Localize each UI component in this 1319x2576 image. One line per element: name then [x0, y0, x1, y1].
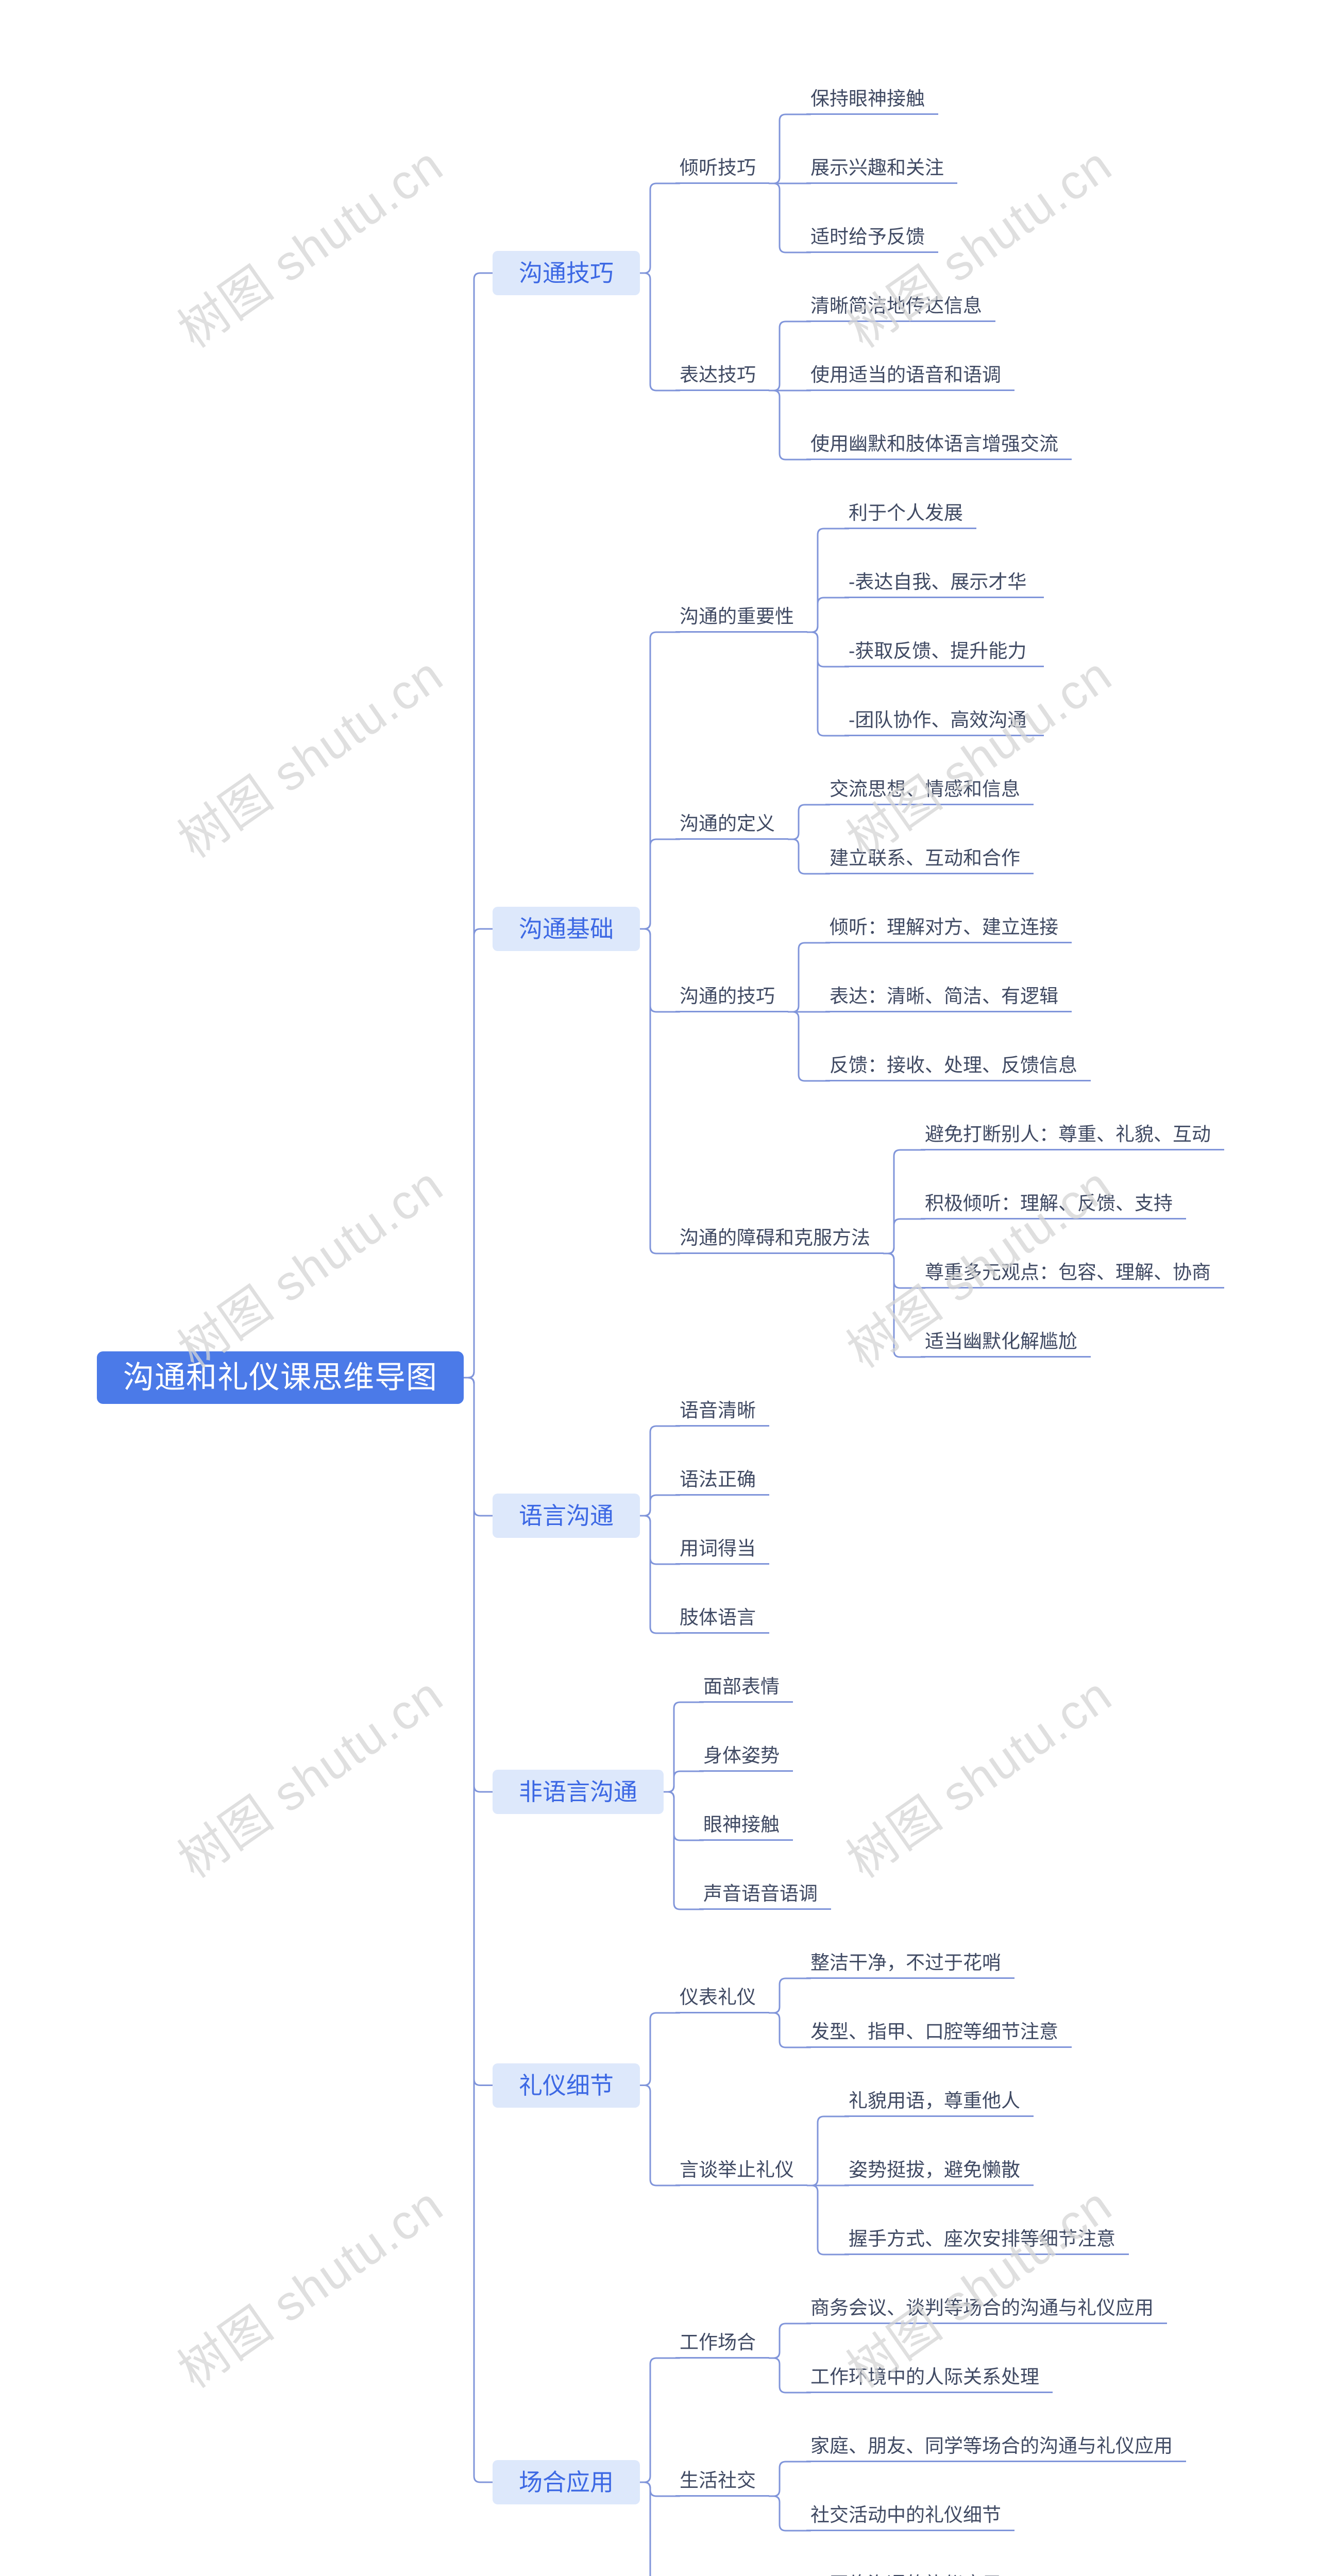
- edge-connector: [768, 2495, 811, 2532]
- sub-topic[interactable]: 肢体语言: [675, 1606, 769, 1634]
- edge-connector: [768, 2357, 811, 2394]
- sub-topic[interactable]: 沟通的定义: [675, 812, 788, 840]
- edge-connector: [639, 928, 681, 1255]
- sub-topic[interactable]: 表达：清晰、简洁、有逻辑: [825, 985, 1072, 1012]
- sub-topic[interactable]: 工作场合: [675, 2331, 769, 2359]
- sub-topic[interactable]: 适时给予反馈: [806, 226, 938, 253]
- sub-topic[interactable]: 面部表情: [699, 1675, 793, 1703]
- edge-connector: [883, 1252, 926, 1358]
- sub-topic[interactable]: 商务会议、谈判等场合的沟通与礼仪应用: [806, 2297, 1167, 2324]
- sub-topic[interactable]: 利于个人发展: [844, 502, 976, 529]
- sub-topic[interactable]: 社交活动中的礼仪细节: [806, 2504, 1014, 2531]
- edge-connector: [639, 1515, 681, 1634]
- edge-connector: [768, 2012, 811, 2048]
- sub-topic[interactable]: 倾听技巧: [675, 157, 769, 184]
- edge-connector: [787, 838, 831, 875]
- sub-topic[interactable]: 用词得当: [675, 1537, 769, 1565]
- sub-topic[interactable]: 语法正确: [675, 1468, 769, 1496]
- sub-topic[interactable]: 言谈举止礼仪: [675, 2159, 807, 2186]
- sub-topic[interactable]: 仪表礼仪: [675, 1986, 769, 2013]
- sub-topic[interactable]: 使用幽默和肢体语言增强交流: [806, 433, 1072, 460]
- sub-topic[interactable]: 家庭、朋友、同学等场合的沟通与礼仪应用: [806, 2435, 1186, 2462]
- branch-topic[interactable]: 非语言沟通: [493, 1770, 664, 1814]
- sub-topic[interactable]: 保持眼神接触: [806, 88, 938, 115]
- edge-connector: [787, 1011, 831, 1082]
- sub-topic[interactable]: 避免打断别人：尊重、礼貌、互动: [921, 1123, 1224, 1150]
- branch-topic[interactable]: 沟通基础: [493, 907, 640, 951]
- sub-topic[interactable]: -团队协作、高效沟通: [844, 709, 1044, 736]
- edge-connector: [639, 2481, 651, 2576]
- branch-topic[interactable]: 沟通技巧: [493, 251, 640, 295]
- sub-topic[interactable]: 沟通的障碍和克服方法: [675, 1227, 884, 1254]
- sub-topic[interactable]: 礼貌用语，尊重他人: [844, 2090, 1034, 2117]
- branch-topic[interactable]: 礼仪细节: [493, 2063, 640, 2108]
- root-topic[interactable]: 沟通和礼仪课思维导图: [97, 1351, 464, 1404]
- sub-topic[interactable]: 使用适当的语音和语调: [806, 364, 1014, 391]
- sub-topic[interactable]: 生活社交: [675, 2469, 769, 2497]
- sub-topic[interactable]: 倾听：理解对方、建立连接: [825, 916, 1072, 943]
- sub-topic[interactable]: 身体姿势: [699, 1744, 793, 1772]
- sub-topic[interactable]: 适当幽默化解尴尬: [921, 1330, 1091, 1358]
- sub-topic[interactable]: 语音清晰: [675, 1399, 769, 1427]
- sub-topic[interactable]: 积极倾听：理解、反馈、支持: [921, 1192, 1186, 1219]
- sub-topic[interactable]: 尊重多元观点：包容、理解、协商: [921, 1261, 1224, 1289]
- edge-connector: [639, 272, 681, 392]
- edge-connector: [806, 2184, 850, 2256]
- sub-topic[interactable]: 沟通的技巧: [675, 985, 788, 1012]
- sub-topic[interactable]: 整洁干净，不过于花哨: [806, 1952, 1014, 1979]
- sub-topic[interactable]: 沟通的重要性: [675, 605, 807, 633]
- sub-topic[interactable]: 眼神接触: [699, 1814, 793, 1841]
- sub-topic[interactable]: 网络沟通的礼仪应用: [825, 2573, 1014, 2576]
- sub-topic[interactable]: 工作环境中的人际关系处理: [806, 2366, 1053, 2393]
- edge-connector: [806, 631, 850, 737]
- sub-topic[interactable]: -获取反馈、提升能力: [844, 640, 1044, 667]
- branch-topic[interactable]: 语言沟通: [493, 1494, 640, 1538]
- sub-topic[interactable]: 建立联系、互动和合作: [825, 847, 1034, 874]
- sub-topic[interactable]: 握手方式、座次安排等细节注意: [844, 2228, 1129, 2255]
- sub-topic[interactable]: 反馈：接收、处理、反馈信息: [825, 1054, 1091, 1081]
- sub-topic[interactable]: 表达技巧: [675, 364, 769, 391]
- sub-topic[interactable]: 声音语音语调: [699, 1883, 831, 1910]
- sub-topic[interactable]: 清晰简洁地传达信息: [806, 295, 995, 322]
- sub-topic[interactable]: 发型、指甲、口腔等细节注意: [806, 2021, 1072, 2048]
- branch-topic[interactable]: 场合应用: [493, 2460, 640, 2504]
- edge-connector: [663, 1791, 704, 1910]
- sub-topic[interactable]: -表达自我、展示才华: [844, 571, 1044, 598]
- edge-connector: [768, 389, 811, 461]
- sub-topic[interactable]: 姿势挺拔，避免懒散: [844, 2159, 1034, 2186]
- sub-topic[interactable]: 交流思想、情感和信息: [825, 778, 1034, 805]
- edge-connector: [639, 2084, 681, 2187]
- edge-connector: [463, 1377, 494, 2483]
- sub-topic[interactable]: 展示兴趣和关注: [806, 157, 957, 184]
- edge-connector: [768, 182, 811, 253]
